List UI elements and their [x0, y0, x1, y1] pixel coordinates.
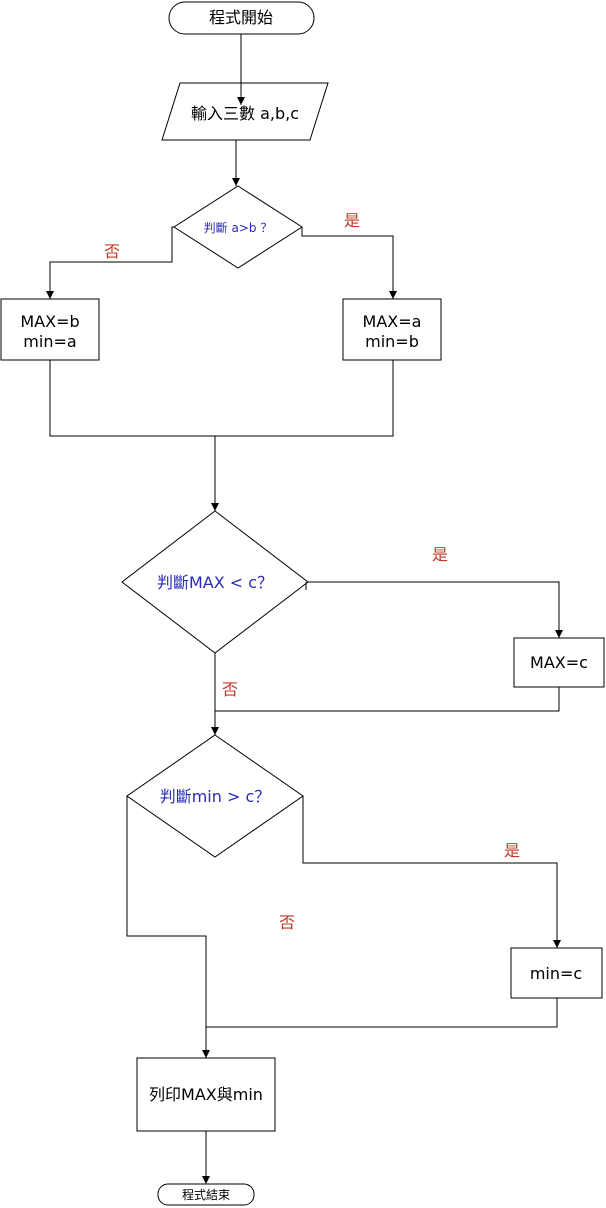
process-max-a-line2: min=b [365, 332, 419, 351]
decision-a-gt-b-label: 判斷 a>b ？ [204, 221, 273, 235]
process-max-a-line1: MAX=a [363, 312, 422, 331]
connector-decision3-no [126, 796, 210, 1058]
process-max-b-line1: MAX=b [20, 312, 79, 331]
process-min-c-label: min=c [530, 964, 582, 983]
process-max-b-line2: min=a [23, 332, 76, 351]
process-print-label: 列印MAX與min [149, 1085, 263, 1104]
start-label: 程式開始 [209, 8, 273, 27]
process-max-c [513, 637, 605, 688]
connector-decision2-yes [308, 581, 563, 638]
process-max-a [342, 298, 442, 361]
connector-merge1 [49, 360, 394, 437]
decision-a-gt-b [173, 185, 303, 269]
connector-minc-merge [206, 998, 558, 1028]
decision-min-gt-c [126, 734, 304, 858]
decision-min-gt-c-label: 判斷min > c？ [160, 787, 271, 806]
input-label: 輸入三數 a,b,c [191, 104, 299, 123]
connector-decision1-yes [301, 227, 397, 299]
end-label: 程式結束 [182, 1187, 230, 1202]
process-print [136, 1057, 276, 1132]
yes-label-3: 是 [504, 841, 520, 860]
no-label-1: 否 [104, 242, 120, 261]
decision-max-lt-c-label: 判斷MAX < c？ [157, 573, 273, 592]
process-max-c-label: MAX=c [530, 653, 588, 672]
connector-maxc-merge [215, 687, 560, 712]
connector-decision1-no [46, 226, 174, 299]
yes-label-1: 是 [344, 211, 360, 230]
no-label-3: 否 [279, 913, 295, 932]
no-label-2: 否 [222, 680, 238, 699]
input-parallelogram [161, 82, 329, 141]
yes-label-2: 是 [432, 545, 448, 564]
connector-decision3-yes [302, 796, 561, 948]
